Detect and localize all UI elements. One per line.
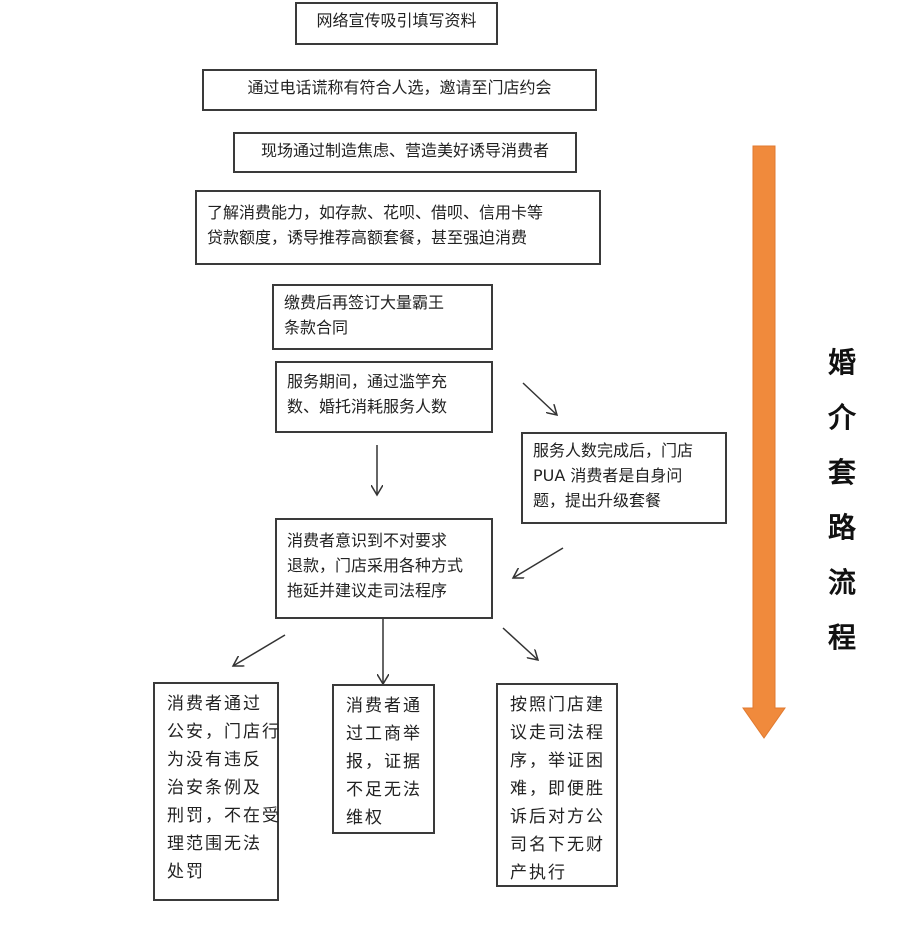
step-text: 现场通过制造焦虑、营造美好诱导消费者	[260, 141, 549, 160]
step-text: 议走司法程	[510, 723, 605, 743]
step-text: 理范围无法	[167, 834, 262, 854]
step-text: 通过电话谎称有符合人选，邀请至门店约会	[247, 78, 552, 97]
title-char: 婚	[827, 346, 856, 379]
step-text: 了解消费能力，如存款、花呗、借呗、信用卡等	[207, 203, 544, 222]
step-4-box: 了解消费能力，如存款、花呗、借呗、信用卡等 贷款额度，诱导推荐高额套餐，甚至强迫…	[195, 190, 601, 265]
arrow-s8-s11	[502, 627, 538, 660]
step-text: 为没有违反	[167, 750, 262, 770]
step-text: 缴费后再签订大量霸王	[284, 293, 445, 312]
title-char: 套	[827, 456, 856, 489]
step-text: 过工商举	[346, 724, 422, 744]
step-text: 产执行	[510, 863, 567, 883]
step-1-box: 网络宣传吸引填写资料	[295, 2, 498, 45]
title-char: 路	[827, 511, 856, 544]
step-text: 贷款额度，诱导推荐高额套餐，甚至强迫消费	[207, 228, 528, 247]
step-5-box: 缴费后再签订大量霸王 条款合同	[272, 284, 493, 350]
title-char: 介	[827, 401, 856, 434]
outcome-judicial-box: 按照门店建 议走司法程 序，举证困 难，即便胜 诉后对方公 司名下无财 产执行	[496, 683, 618, 887]
step-3-box: 现场通过制造焦虑、营造美好诱导消费者	[233, 132, 577, 173]
step-text: 不足无法	[346, 780, 422, 800]
outcome-commerce-box: 消费者通 过工商举 报，证据 不足无法 维权	[332, 684, 435, 834]
step-text: 拖延并建议走司法程序	[287, 581, 448, 600]
arrow-s7-s8	[513, 547, 564, 578]
step-2-box: 通过电话谎称有符合人选，邀请至门店约会	[202, 69, 597, 111]
step-7-box: 服务人数完成后，门店 PUA 消费者是自身问 题，提出升级套餐	[521, 432, 727, 524]
step-text: 消费者意识到不对要求	[287, 531, 448, 550]
step-text: 维权	[346, 808, 384, 828]
step-text: 治安条例及	[167, 778, 262, 798]
step-text: 难，即便胜	[510, 779, 605, 799]
step-text: 题，提出升级套餐	[533, 491, 662, 510]
outcome-police-box: 消费者通过 公安，门店行 为没有违反 治安条例及 刑罚，不在受 理范围无法 处罚	[153, 682, 279, 901]
step-text: 消费者通过	[167, 694, 262, 714]
step-text: 序，举证困	[510, 751, 605, 771]
step-text: 条款合同	[284, 318, 349, 337]
vertical-title: 婚 介 套 路 流 程	[820, 335, 864, 665]
step-text: 服务期间，通过滥竽充	[287, 372, 448, 391]
step-text: 诉后对方公	[510, 807, 605, 827]
step-text: 退款，门店采用各种方式	[287, 556, 464, 575]
step-text: 公安，门店行	[167, 722, 281, 742]
step-text: 按照门店建	[510, 695, 605, 715]
step-text: 报，证据	[346, 752, 422, 772]
step-text: 司名下无财	[510, 835, 605, 855]
arrow-s6-s7	[522, 382, 557, 415]
title-char: 程	[827, 621, 856, 654]
arrow-s8-s9	[233, 634, 286, 666]
step-text: 消费者通	[346, 696, 422, 716]
step-6-box: 服务期间，通过滥竽充 数、婚托消耗服务人数	[275, 361, 493, 433]
step-8-box: 消费者意识到不对要求 退款，门店采用各种方式 拖延并建议走司法程序	[275, 518, 493, 619]
step-text: 服务人数完成后，门店	[533, 441, 694, 460]
title-char: 流	[827, 566, 856, 599]
step-text: 刑罚，不在受	[167, 806, 281, 826]
orange-progress-arrow	[742, 145, 786, 739]
step-text: 数、婚托消耗服务人数	[287, 397, 448, 416]
step-text: 处罚	[167, 862, 205, 882]
step-text: PUA 消费者是自身问	[533, 466, 683, 485]
step-text: 网络宣传吸引填写资料	[316, 11, 477, 30]
